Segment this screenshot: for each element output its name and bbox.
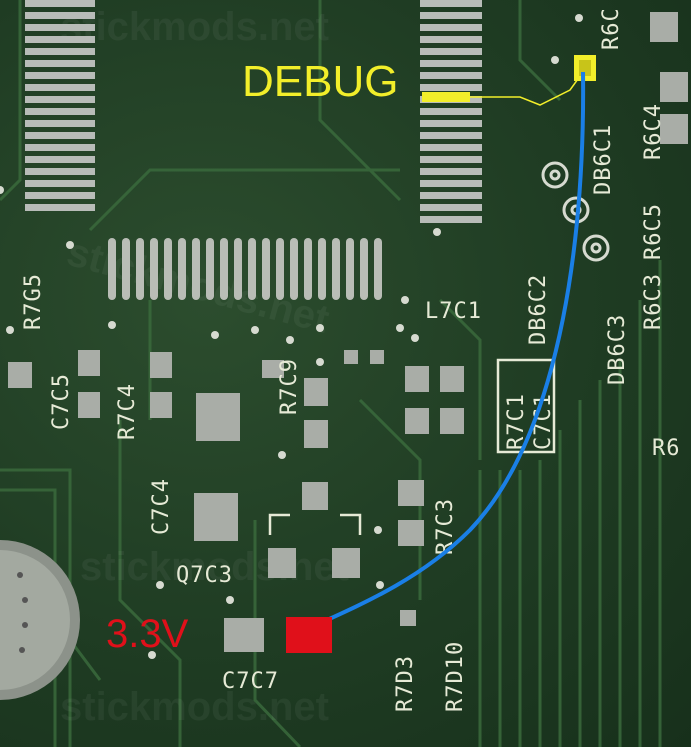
label-q7c3: Q7C3: [176, 563, 233, 588]
debug-label: DEBUG: [242, 57, 398, 106]
vias: [0, 14, 583, 659]
label-r6c: R6C: [599, 7, 624, 50]
svg-text:stickmods.net: stickmods.net: [60, 685, 329, 729]
debug-marker-bar: [422, 92, 470, 102]
label-r6c3: R6C3: [641, 273, 666, 330]
label-r6c4: R6C4: [641, 103, 666, 160]
label-r7d10: R7D10: [443, 641, 468, 712]
label-c7c7: C7C7: [222, 669, 279, 694]
voltage-annotation: 3.3V: [106, 612, 332, 656]
label-r7c9: R7C9: [277, 358, 302, 415]
label-db6c2: DB6C2: [526, 274, 551, 345]
voltage-label: 3.3V: [106, 612, 189, 656]
label-r6c5: R6C5: [641, 203, 666, 260]
label-c7c5: C7C5: [49, 373, 74, 430]
debug-annotation: DEBUG: [242, 55, 596, 106]
smd-pads: [8, 12, 688, 652]
svg-text:stickmods.net: stickmods.net: [60, 5, 329, 49]
debug-pad-inner: [579, 60, 591, 76]
label-l7c1: L7C1: [425, 299, 482, 324]
debug-trace: [470, 71, 584, 106]
label-db6c3: DB6C3: [605, 314, 630, 385]
label-r7g5: R7G5: [21, 273, 46, 330]
svg-text:stickmods.net: stickmods.net: [80, 545, 349, 589]
connector-pins: [108, 238, 382, 300]
label-c7c4: C7C4: [149, 478, 174, 535]
silk-outlines: [268, 358, 556, 535]
label-r7d3: R7D3: [393, 655, 418, 712]
ic-pins-right: [420, 0, 482, 223]
label-db6c1: DB6C1: [591, 124, 616, 195]
label-r7c4: R7C4: [115, 383, 140, 440]
label-r6: R6: [652, 436, 681, 461]
jumper-wire: [304, 71, 586, 632]
copper-traces: [0, 0, 662, 747]
voltage-pad: [286, 617, 332, 653]
round-pad: [0, 540, 80, 700]
ic-pins-left: [25, 0, 95, 211]
